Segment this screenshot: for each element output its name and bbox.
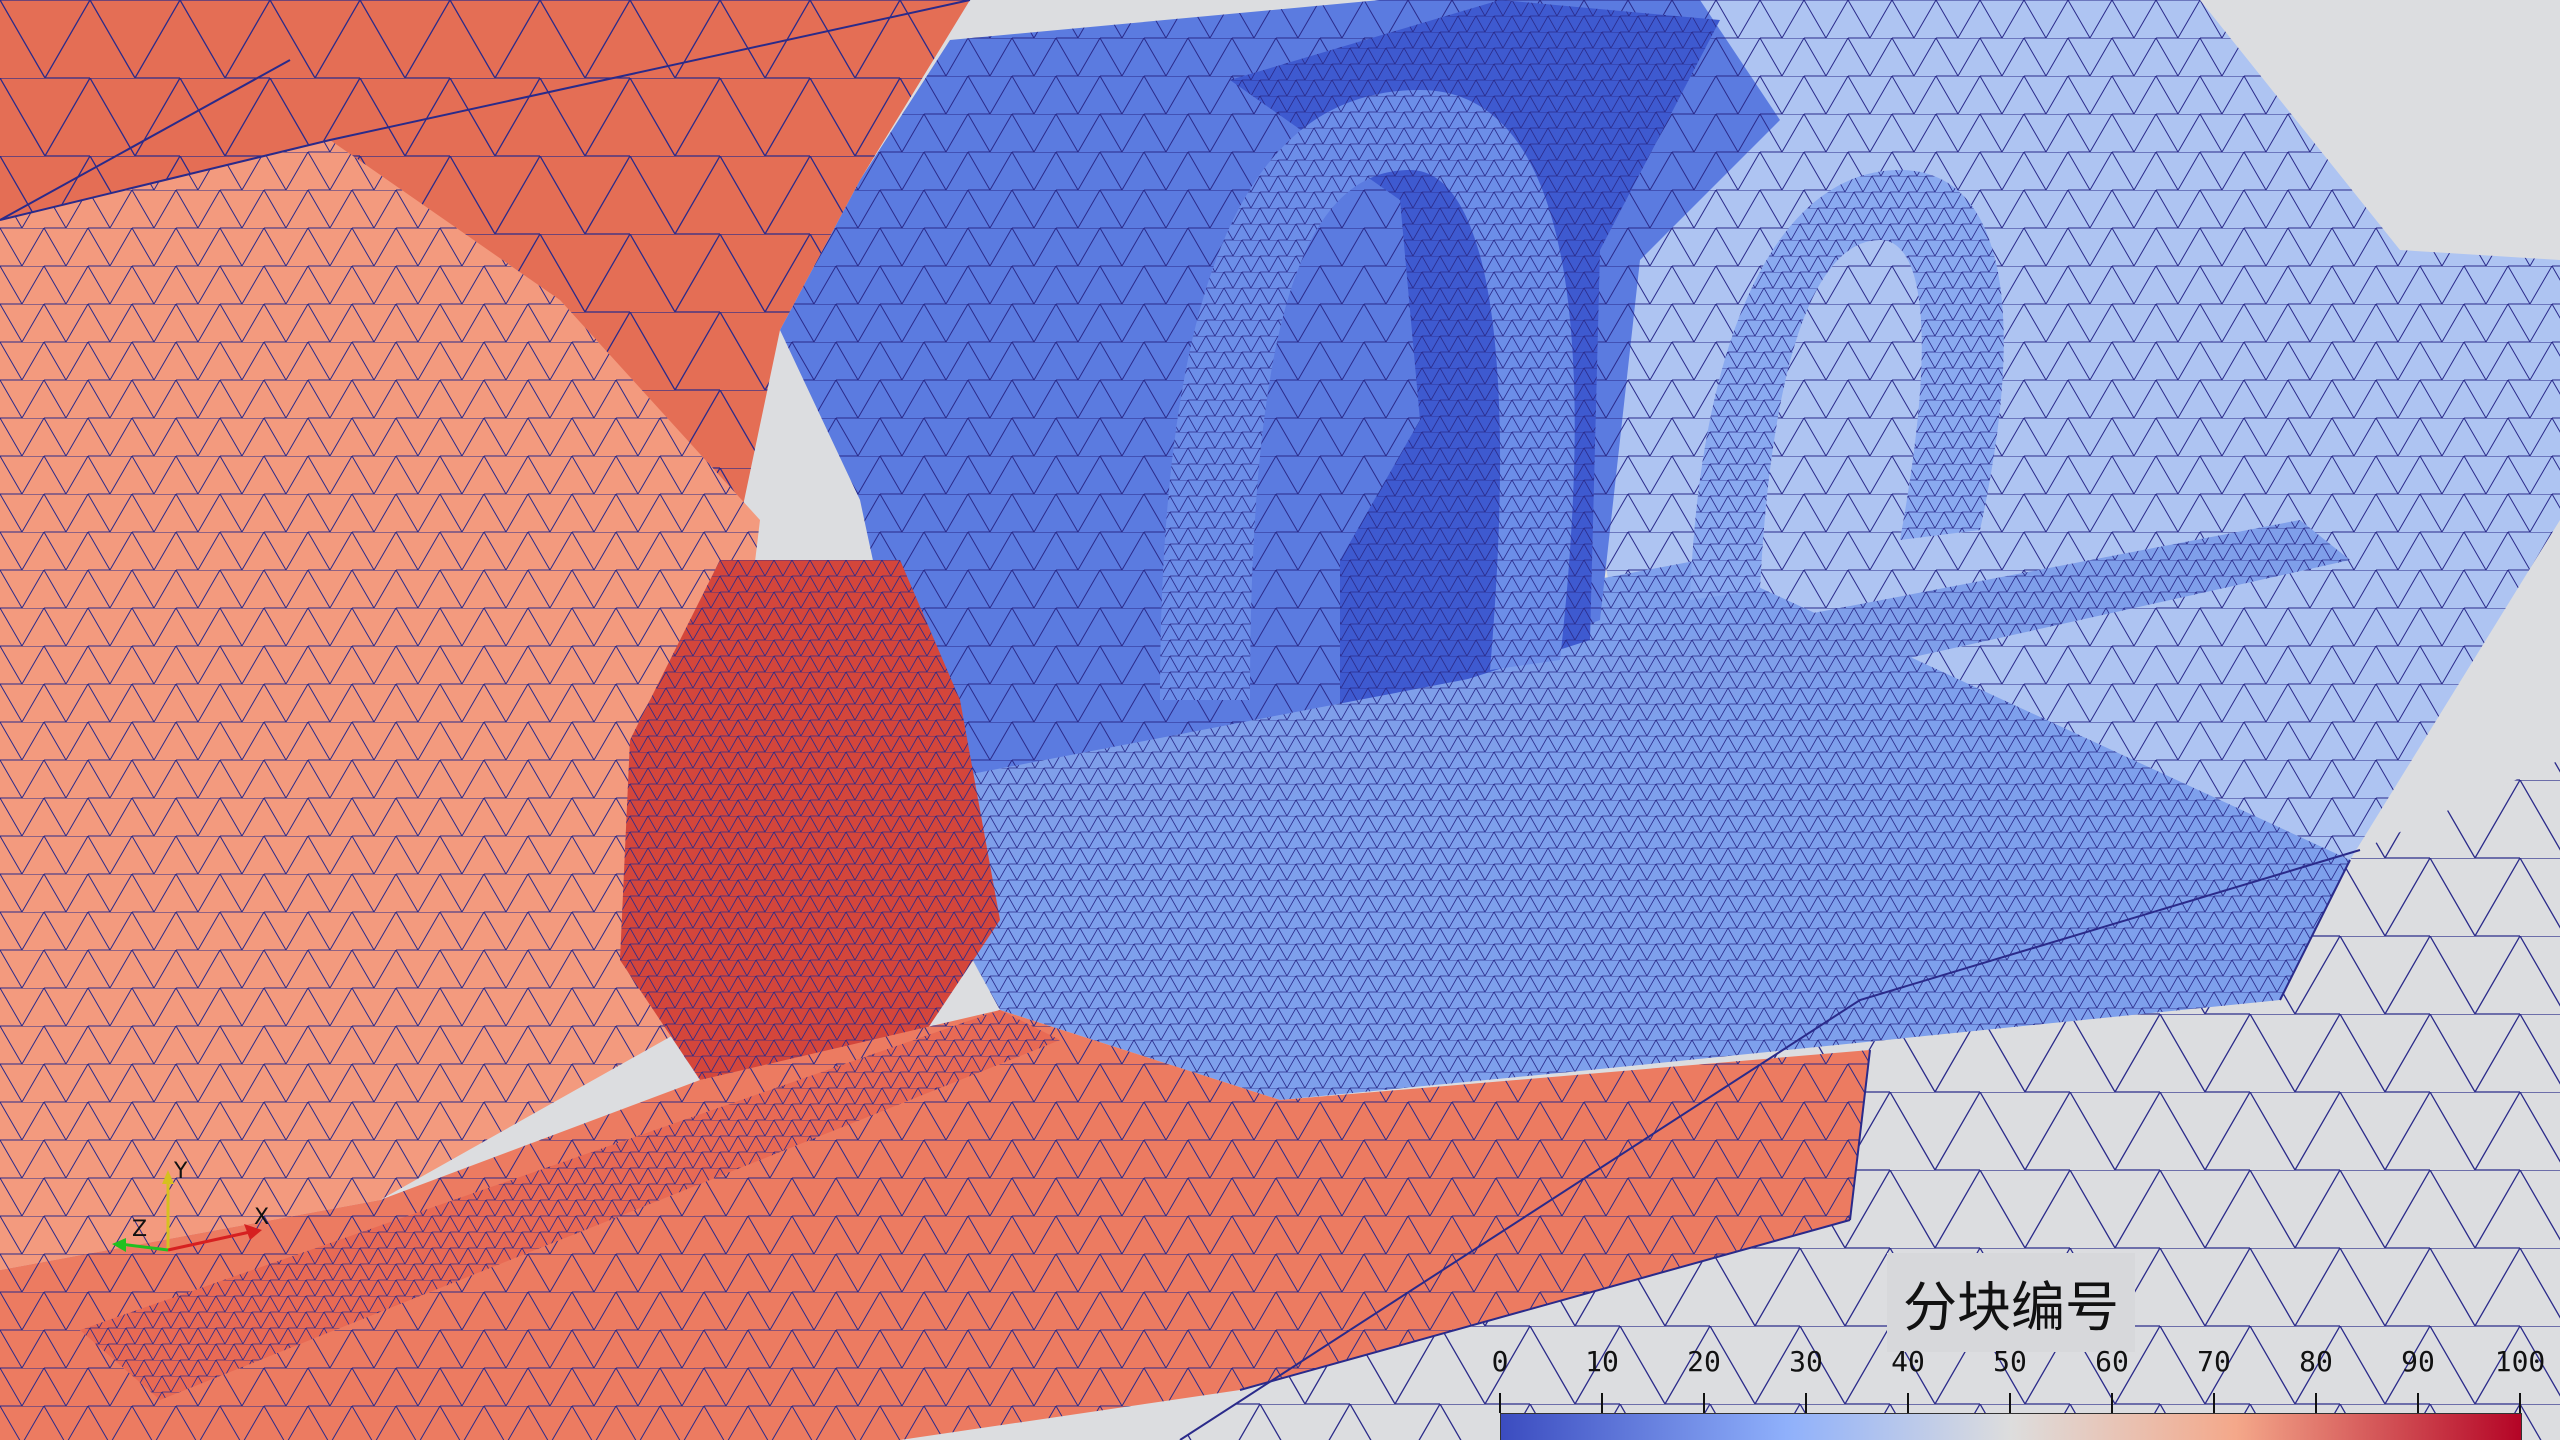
scalar-bar-tick-mark — [1601, 1393, 1603, 1413]
scalar-bar-tick-mark — [2417, 1393, 2419, 1413]
y-axis-label: Y — [173, 1160, 188, 1184]
orientation-axes: Y X Z — [112, 1160, 269, 1252]
scalar-bar-tick-mark — [1499, 1393, 1501, 1413]
scalar-bar-tick-mark — [2213, 1393, 2215, 1413]
scalar-bar-tick-label: 30 — [1789, 1345, 1823, 1378]
beam — [940, 520, 2350, 860]
scalar-bar-tick-label: 20 — [1687, 1345, 1721, 1378]
scalar-bar-gradient — [1500, 1413, 2522, 1440]
scalar-bar-tick-label: 40 — [1891, 1345, 1925, 1378]
scalar-bar-tick-label: 60 — [2095, 1345, 2129, 1378]
feature-edges — [0, 0, 2361, 1440]
scalar-bar-tick-mark — [1805, 1393, 1807, 1413]
region-far — [1180, 0, 2560, 1440]
scalar-bar-tick-mark — [1703, 1393, 1705, 1413]
scalar-bar-tick-mark — [2315, 1393, 2317, 1413]
scalar-bar-title: 分块编号 — [1887, 1253, 2135, 1352]
region-dark-core — [620, 560, 1000, 1080]
z-axis-head — [112, 1238, 126, 1252]
x-axis-label: X — [254, 1205, 269, 1230]
scalar-bar-tick-mark — [2009, 1393, 2011, 1413]
scalar-bar-tick-mark — [1907, 1393, 1909, 1413]
arch-left — [1160, 90, 1575, 700]
scalar-bar-tick-label: 50 — [1993, 1345, 2027, 1378]
region-left-wall — [0, 140, 760, 1270]
scalar-bar-tick-label: 0 — [1491, 1345, 1509, 1378]
x-axis-head — [244, 1224, 262, 1240]
scalar-bar-ticks: 0 10 20 30 40 50 60 70 80 90 100 — [1490, 1345, 2550, 1385]
floor-strip — [80, 1010, 1060, 1400]
scalar-bar-tick-mark — [2519, 1393, 2521, 1413]
region-back-upper — [1230, 0, 1720, 720]
scalar-bar[interactable]: 0 10 20 30 40 50 60 70 80 90 100 — [1490, 1345, 2550, 1440]
x-axis-arrow — [167, 1230, 251, 1252]
scalar-bar-tick-label: 100 — [2494, 1345, 2546, 1378]
arch-right — [1690, 170, 2004, 600]
y-axis-head — [162, 1170, 174, 1184]
z-axis-arrow — [119, 1242, 169, 1252]
scalar-bar-tick-label: 90 — [2401, 1345, 2435, 1378]
scalar-bar-tick-mark — [2111, 1393, 2113, 1413]
z-axis-label: Z — [132, 1217, 147, 1242]
scalar-bar-tick-label: 80 — [2299, 1345, 2333, 1378]
scalar-bar-tick-label: 70 — [2197, 1345, 2231, 1378]
region-near-floor — [0, 1010, 1870, 1440]
scalar-bar-tick-label: 10 — [1585, 1345, 1619, 1378]
